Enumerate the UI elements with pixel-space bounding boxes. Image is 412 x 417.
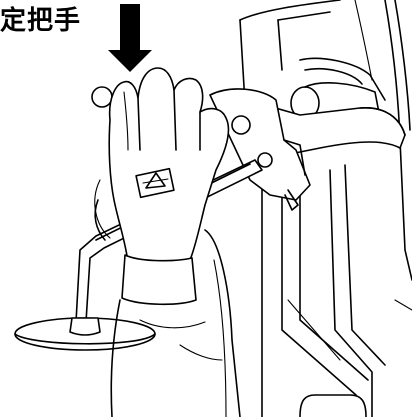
gloved-hand — [94, 67, 241, 417]
hinge-block — [209, 88, 311, 211]
triangle-emblem-icon — [135, 167, 175, 199]
machine-frame — [239, 0, 412, 417]
roller — [290, 82, 381, 120]
down-arrow-icon — [108, 4, 152, 72]
caption-text: 定把手 — [0, 6, 82, 36]
